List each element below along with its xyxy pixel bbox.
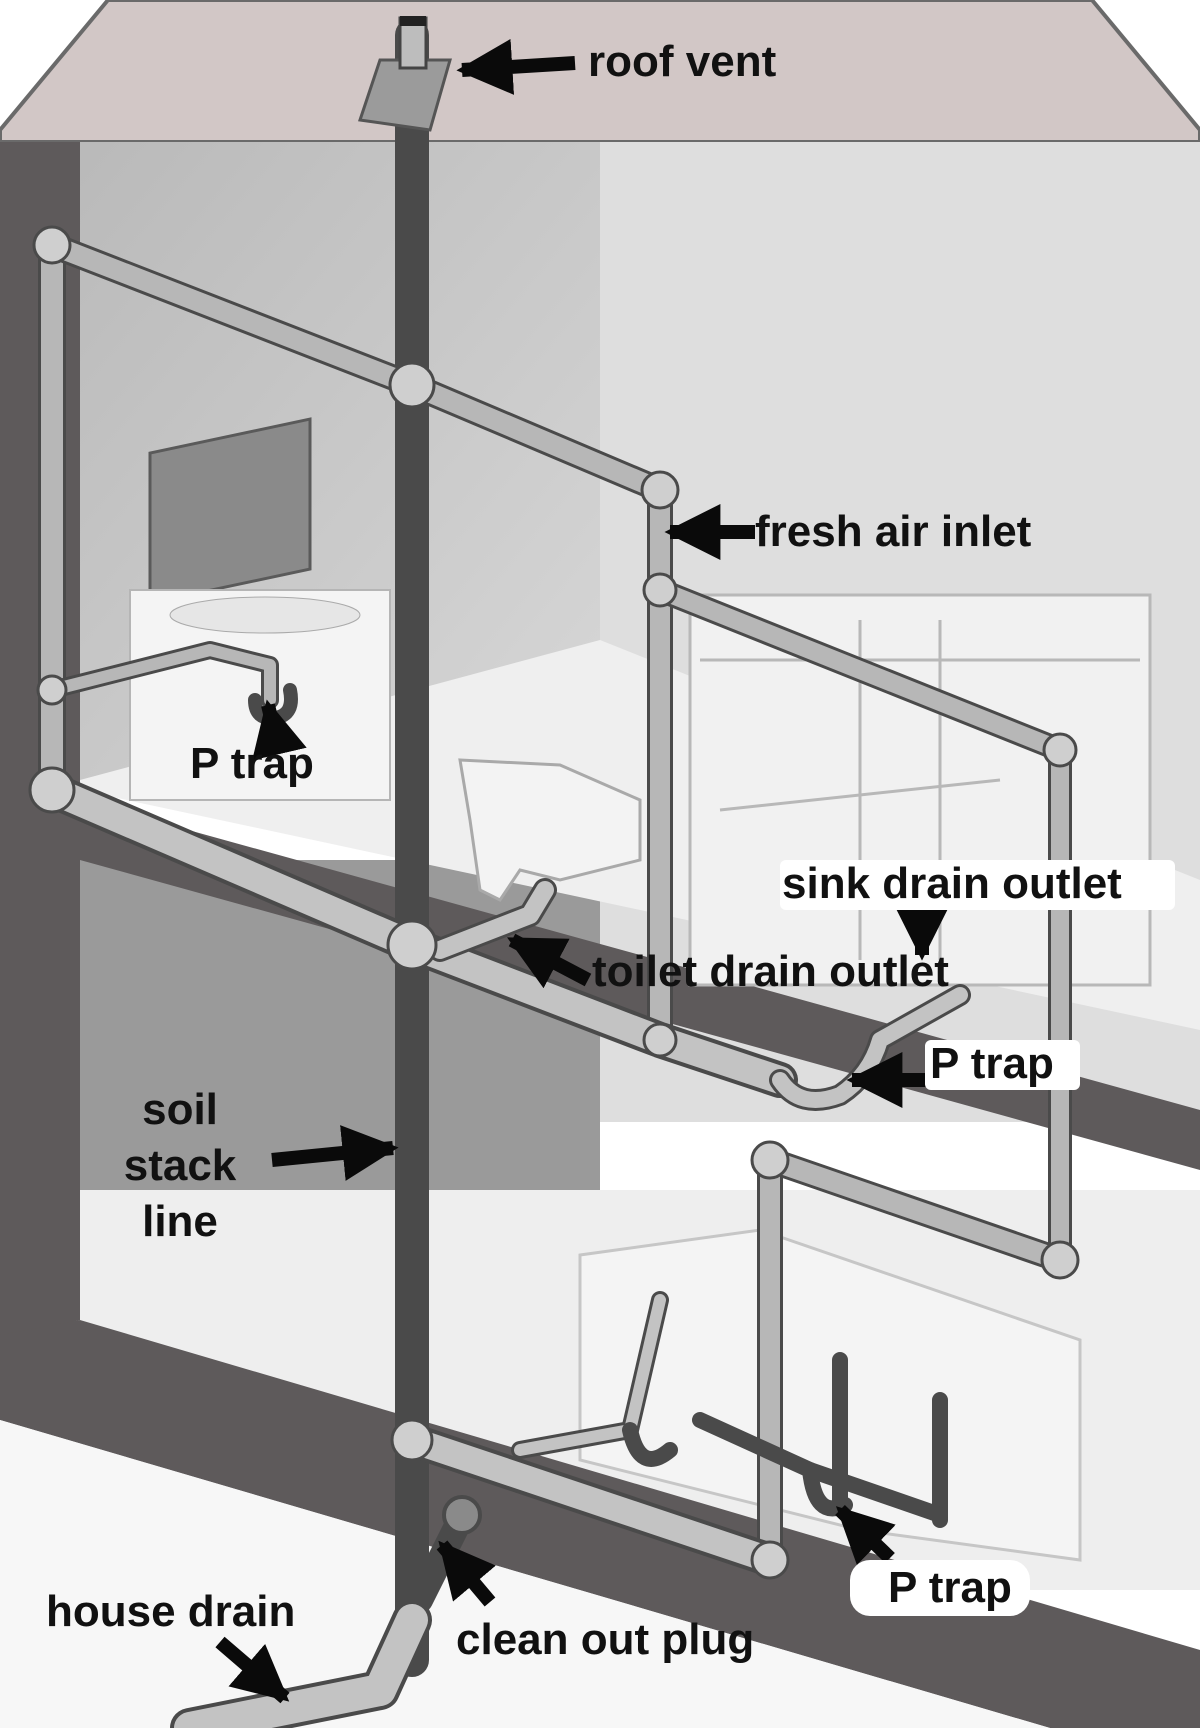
label-p-trap-lower: P trap bbox=[888, 1563, 1012, 1612]
label-backdrop-sink bbox=[780, 860, 1175, 910]
arrow-toilet-drain-outlet bbox=[507, 933, 592, 989]
label-backdrop-trap-low bbox=[850, 1560, 1030, 1616]
fittings bbox=[28, 225, 1080, 1580]
label-roof-vent: roof vent bbox=[588, 37, 777, 86]
arrow-p-trap-lower bbox=[835, 1504, 896, 1566]
arrow-soil-stack-line bbox=[271, 1125, 399, 1181]
vanity-sink bbox=[169, 596, 361, 634]
label-clean-out-plug: clean out plug bbox=[456, 1615, 755, 1664]
label-p-trap-upper: P trap bbox=[190, 739, 314, 788]
label-fresh-air-inlet: fresh air inlet bbox=[755, 507, 1032, 556]
arrows bbox=[215, 38, 950, 1704]
mirror bbox=[148, 417, 312, 605]
label-soil-stack-line: soil stack line bbox=[95, 1082, 265, 1250]
lower-floor-edge bbox=[0, 1320, 1200, 1728]
roof bbox=[0, 0, 1200, 144]
label-p-trap-middle: P trap bbox=[930, 1039, 1054, 1088]
label-toilet-drain-outlet: toilet drain outlet bbox=[592, 947, 949, 996]
arrow-house-drain bbox=[215, 1636, 290, 1704]
label-house-drain: house drain bbox=[46, 1587, 296, 1636]
arrow-roof-vent bbox=[456, 38, 576, 95]
label-backdrop-trap-mid bbox=[925, 1040, 1080, 1090]
arrow-p-trap-upper bbox=[252, 699, 307, 761]
arrow-clean-out-plug bbox=[436, 1540, 496, 1607]
label-stack: stack bbox=[123, 1141, 237, 1190]
roof-vent bbox=[358, 16, 452, 132]
label-soil: soil bbox=[142, 1085, 218, 1134]
toilet bbox=[458, 758, 642, 902]
label-sink-drain-outlet: sink drain outlet bbox=[782, 859, 1122, 908]
label-line: line bbox=[142, 1197, 218, 1246]
